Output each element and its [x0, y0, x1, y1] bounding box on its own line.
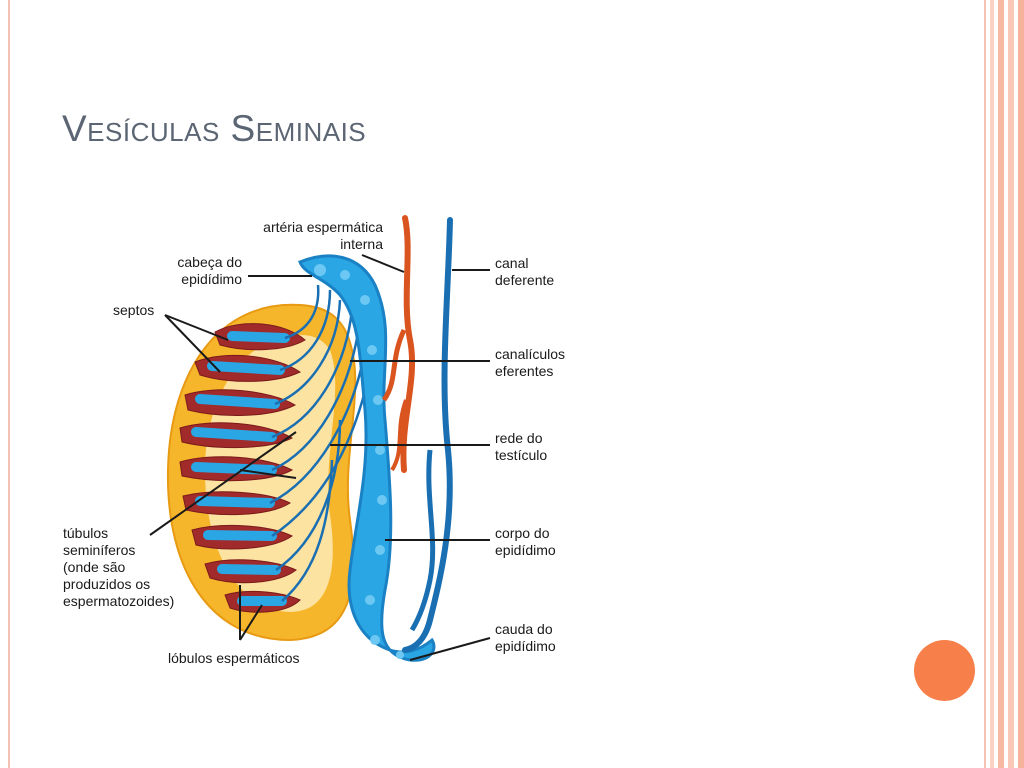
- accent-circle: [914, 640, 975, 701]
- label-canaliculos: canalículos eferentes: [495, 346, 565, 380]
- label-cabeca: cabeça do epidídimo: [168, 254, 242, 288]
- label-canal: canal deferente: [495, 255, 554, 289]
- label-lobulos: lóbulos espermáticos: [168, 650, 300, 667]
- label-septos: septos: [113, 302, 154, 319]
- label-corpo: corpo do epidídimo: [495, 525, 556, 559]
- label-cauda: cauda do epidídimo: [495, 621, 556, 655]
- label-rede: rede do testículo: [495, 430, 547, 464]
- spermatic-artery: [403, 218, 412, 470]
- label-tubulos: túbulos seminíferos (onde são produzidos…: [63, 525, 174, 610]
- label-arteria: artéria espermática interna: [250, 219, 383, 253]
